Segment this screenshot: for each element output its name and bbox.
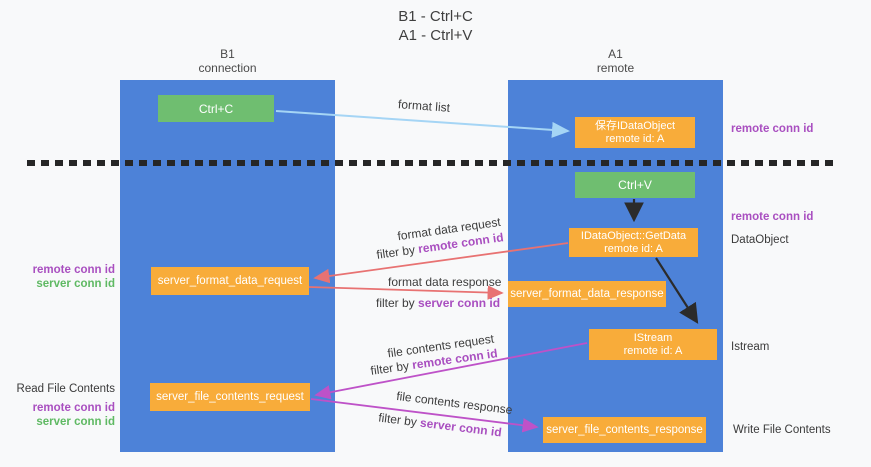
save-idataobject-title: 保存IDataObject: [594, 119, 676, 132]
save-idataobject-box: 保存IDataObject remote id: A: [575, 117, 695, 148]
server-conn-id-key: server conn id: [418, 296, 501, 310]
file-contents-response-label: file contents response: [395, 388, 514, 418]
title-line-1: B1 - Ctrl+C: [398, 8, 473, 25]
ctrl-v-label: Ctrl+V: [618, 178, 652, 192]
annotation-read-file-contents: Read File Contents: [16, 383, 115, 395]
filter-by-prefix: filter by: [369, 358, 414, 378]
annotation-dataobject: DataObject: [731, 234, 789, 246]
annotation-istream: Istream: [731, 341, 770, 353]
lifeline-a1-name: A1: [608, 47, 623, 61]
format-data-response-filter: filter by server conn id: [376, 296, 500, 310]
istream-title: IStream: [633, 331, 673, 344]
filter-by-prefix: filter by: [375, 242, 420, 262]
server-file-contents-response-box: server_file_contents_response: [543, 417, 706, 443]
getdata-box: IDataObject::GetData remote id: A: [569, 228, 698, 257]
lifeline-a1-role: remote: [596, 61, 635, 75]
save-idataobject-subtitle: remote id: A: [605, 132, 665, 145]
server-file-contents-response-label: server_file_contents_response: [546, 423, 703, 436]
file-contents-response-filter: filter by server conn id: [378, 410, 503, 439]
lifeline-header-b1: B1 connection: [120, 47, 335, 75]
lifeline-b1-role: connection: [198, 61, 257, 75]
annotation-remote-conn-id-left1: remote conn id: [32, 264, 115, 276]
server-format-data-request-box: server_format_data_request: [151, 267, 309, 295]
server-format-data-request-label: server_format_data_request: [157, 274, 303, 287]
format-data-response-label: format data response: [388, 275, 502, 289]
getdata-title: IDataObject::GetData: [580, 229, 687, 242]
format-list-label: format list: [397, 97, 451, 115]
title-line-2: A1 - Ctrl+V: [398, 27, 473, 44]
diagram-title: B1 - Ctrl+C A1 - Ctrl+V: [0, 7, 871, 45]
istream-subtitle: remote id: A: [623, 344, 683, 357]
server-format-data-response-label: server_format_data_response: [510, 287, 664, 300]
filter-by-prefix: filter by: [376, 296, 419, 310]
server-format-data-response-box: server_format_data_response: [508, 281, 666, 307]
annotation-write-file-contents: Write File Contents: [733, 424, 831, 436]
server-conn-id-key: server conn id: [419, 415, 503, 440]
annotation-server-conn-id-left2: server conn id: [36, 416, 115, 428]
ctrl-c-box: Ctrl+C: [158, 95, 274, 122]
lifeline-header-a1: A1 remote: [508, 47, 723, 75]
istream-box: IStream remote id: A: [589, 329, 717, 360]
ctrl-c-label: Ctrl+C: [198, 101, 234, 116]
server-file-contents-request-label: server_file_contents_request: [156, 390, 304, 403]
getdata-subtitle: remote id: A: [604, 242, 663, 255]
server-file-contents-request-box: server_file_contents_request: [150, 383, 310, 411]
filter-by-prefix: filter by: [377, 410, 422, 430]
annotation-remote-conn-id-left2: remote conn id: [32, 402, 115, 414]
annotation-remote-conn-id-mid: remote conn id: [731, 211, 814, 223]
annotation-server-conn-id-left1: server conn id: [36, 278, 115, 290]
annotation-remote-conn-id-top: remote conn id: [731, 123, 814, 135]
lifeline-b1-name: B1: [220, 47, 235, 61]
ctrl-v-box: Ctrl+V: [575, 172, 695, 198]
